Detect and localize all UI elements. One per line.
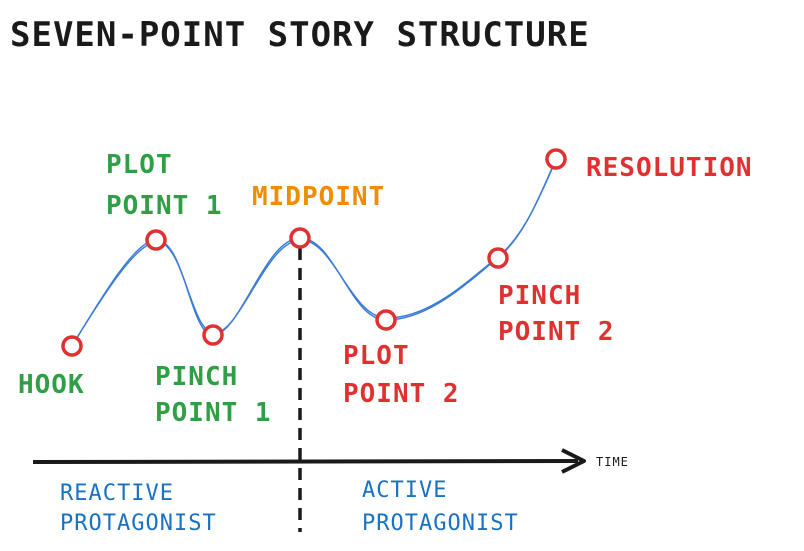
phase-reactive-line2: PROTAGONIST (60, 511, 217, 536)
label-plot-point-1-line1: PLOT (106, 150, 173, 180)
label-pinch-point-1-line1: PINCH (155, 362, 238, 392)
label-pinch-point-1-line2: POINT 1 (155, 398, 272, 428)
label-hook: HOOK (18, 370, 85, 400)
marker-pinch-point-1 (202, 324, 224, 346)
marker-hook (61, 335, 83, 357)
marker-resolution (545, 148, 567, 170)
label-resolution: RESOLUTION (586, 153, 753, 183)
marker-pinch-point-2 (487, 247, 509, 269)
label-pinch-point-2-line2: POINT 2 (498, 317, 615, 347)
label-plot-point-2-line2: POINT 2 (343, 379, 460, 409)
label-midpoint: MIDPOINT (252, 182, 385, 212)
label-plot-point-1-line2: POINT 1 (106, 191, 223, 221)
phase-reactive-line1: REACTIVE (60, 481, 174, 506)
page-title: SEVEN-POINT STORY STRUCTURE (10, 15, 590, 55)
label-plot-point-2-line1: PLOT (343, 341, 410, 371)
time-axis: TIME (32, 448, 629, 474)
time-axis-label: TIME (596, 455, 629, 469)
marker-plot-point-2 (375, 309, 397, 331)
marker-midpoint (289, 227, 311, 249)
point-markers (61, 148, 567, 357)
marker-plot-point-1 (145, 229, 167, 251)
phase-active-line1: ACTIVE (362, 478, 447, 503)
phase-active-line2: PROTAGONIST (362, 511, 519, 536)
time-axis-arrowhead (561, 448, 586, 474)
label-pinch-point-2-line1: PINCH (498, 281, 581, 311)
